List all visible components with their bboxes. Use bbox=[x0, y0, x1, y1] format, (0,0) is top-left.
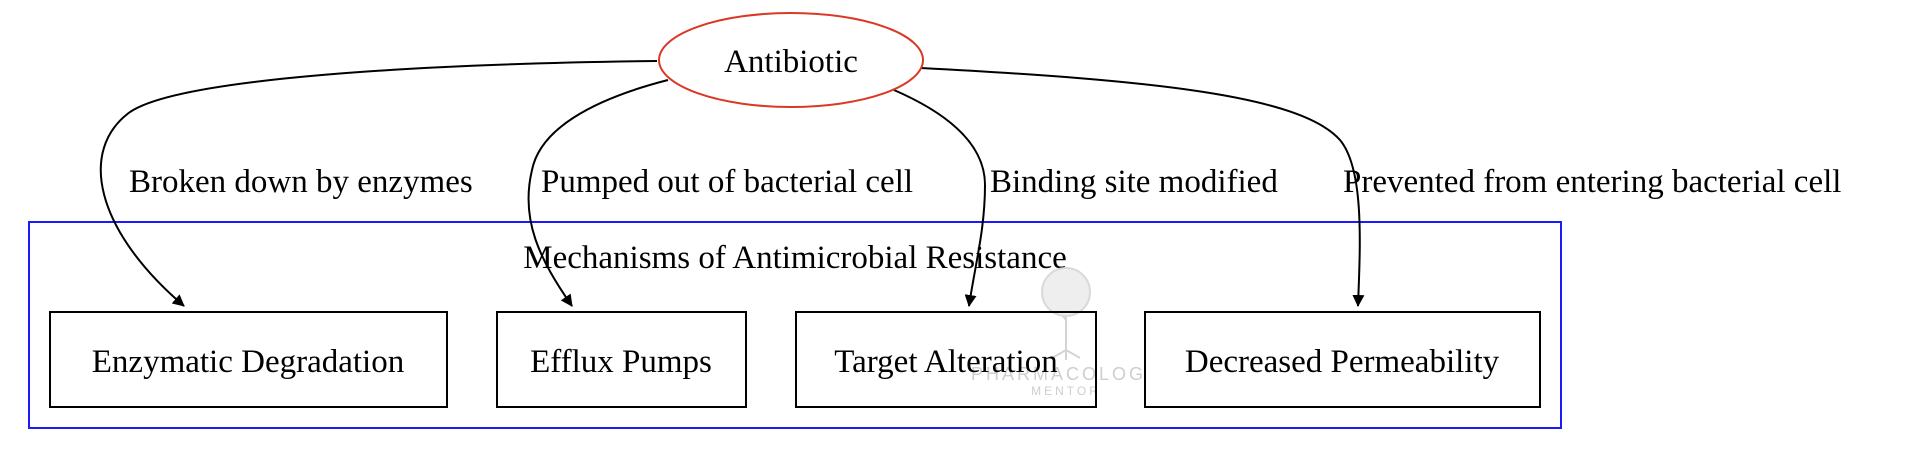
cluster-box bbox=[28, 221, 1562, 429]
node-enzymatic-degradation bbox=[49, 311, 448, 408]
node-label-decreased-permeability: Decreased Permeability bbox=[1185, 344, 1500, 380]
edge-efflux bbox=[527, 79, 669, 307]
node-decreased-permeability bbox=[1144, 311, 1541, 408]
node-label-enzymatic-degradation: Enzymatic Degradation bbox=[92, 344, 404, 380]
edge-permeability bbox=[920, 67, 1365, 307]
edge-label-target: Binding site modified bbox=[990, 164, 1278, 200]
edge-label-enzymatic: Broken down by enzymes bbox=[129, 164, 473, 200]
cluster-title: Mechanisms of Antimicrobial Resistance bbox=[523, 240, 1066, 276]
edge-enzymatic bbox=[99, 60, 658, 307]
watermark: PHARMACOLOGY MENTOR bbox=[971, 267, 1161, 398]
node-label-efflux-pumps: Efflux Pumps bbox=[530, 344, 712, 380]
node-efflux-pumps bbox=[496, 311, 747, 408]
node-label-target-alteration: Target Alteration bbox=[834, 344, 1057, 380]
node-target-alteration bbox=[795, 311, 1097, 408]
tree-icon bbox=[1041, 267, 1091, 360]
watermark-line2: MENTOR bbox=[1031, 384, 1101, 398]
edge-label-efflux: Pumped out of bacterial cell bbox=[541, 164, 913, 200]
edge-label-permeability: Prevented from entering bacterial cell bbox=[1343, 164, 1841, 200]
edge-target bbox=[893, 89, 987, 307]
antibiotic-label: Antibiotic bbox=[724, 44, 858, 80]
antibiotic-node bbox=[658, 12, 924, 108]
watermark-line1: PHARMACOLOGY bbox=[971, 364, 1161, 384]
